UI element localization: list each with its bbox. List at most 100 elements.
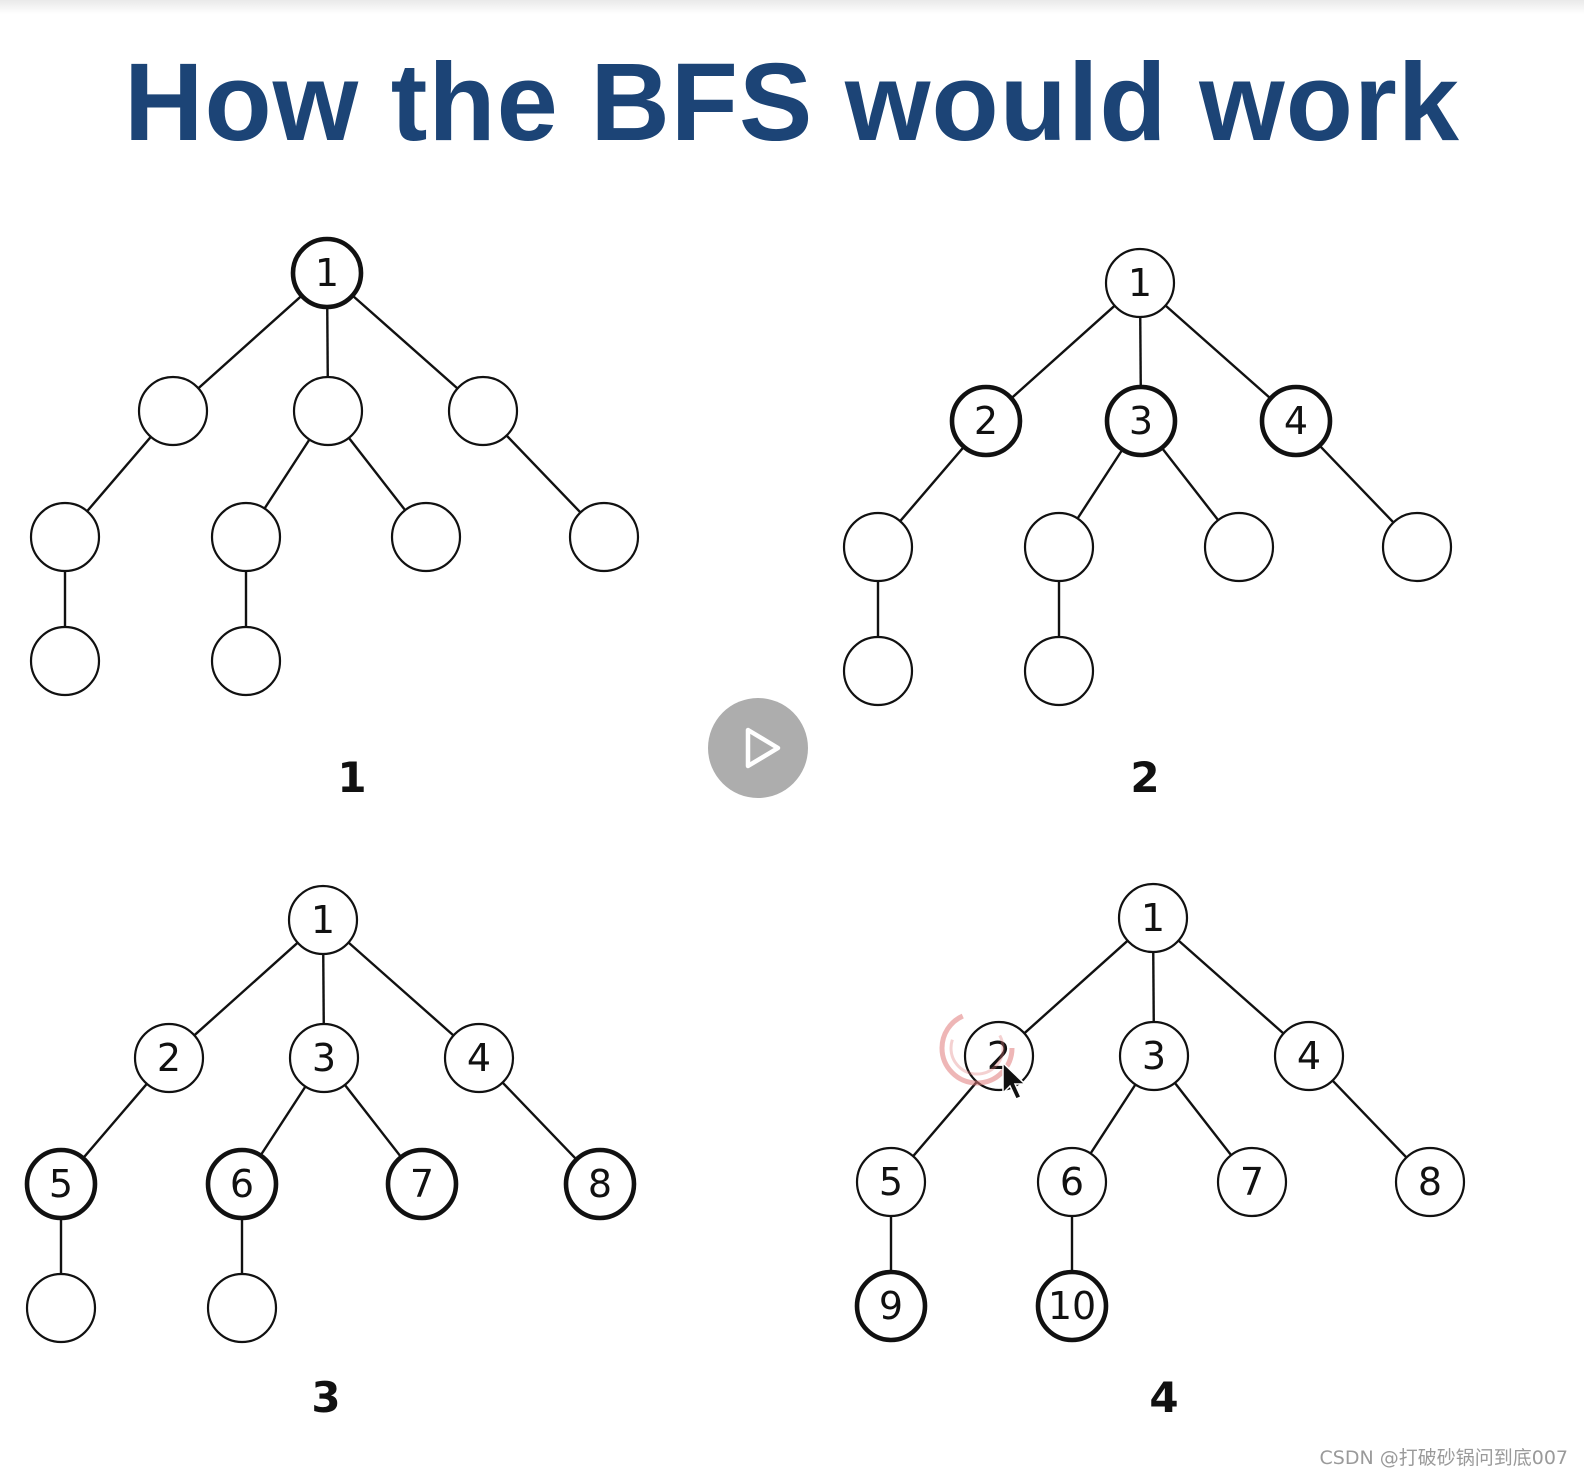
tree-node — [1394, 1146, 1466, 1218]
tree-edge — [912, 1081, 978, 1157]
tree-edge — [86, 436, 152, 512]
tree-node-label: 2 — [974, 399, 998, 443]
tree-node — [1216, 1146, 1288, 1218]
top-strip — [0, 0, 1584, 14]
tree-node-frontier — [385, 1147, 459, 1221]
tree-edge — [1160, 447, 1220, 521]
panel-label: 2 — [1130, 753, 1159, 802]
tree-edge — [1173, 1082, 1233, 1156]
tree-node-label: 3 — [312, 1036, 336, 1080]
tree-node-label: 4 — [1297, 1034, 1321, 1078]
tree-node-frontier — [1104, 384, 1178, 458]
watermark: CSDN @打破砂锅问到底007 — [1319, 1447, 1568, 1469]
tree-node — [390, 501, 462, 573]
tree-node — [29, 625, 101, 697]
tree-edge — [343, 1084, 403, 1158]
tree-node-label: 3 — [1142, 1034, 1166, 1078]
tree-edge — [1089, 1083, 1137, 1155]
play-icon — [745, 727, 781, 769]
tree-node — [1118, 1020, 1190, 1092]
tree-node — [1023, 511, 1095, 583]
tree-node-frontier — [24, 1147, 98, 1221]
tree-node-label: 4 — [1284, 399, 1308, 443]
tree-edge — [1318, 444, 1395, 524]
tree-node-label: 1 — [1128, 261, 1152, 305]
tree-node-label: 9 — [879, 1284, 903, 1328]
tree-node-label: 1 — [315, 251, 339, 295]
tree-node — [568, 501, 640, 573]
tree-node-label: 6 — [1060, 1160, 1084, 1204]
tree-node — [963, 1020, 1035, 1092]
panel-label: 4 — [1149, 1373, 1178, 1422]
tree-edge — [1331, 1079, 1408, 1159]
tree-panel-2: 1 2 3 4 2 — [842, 247, 1453, 802]
tree-edge — [193, 941, 299, 1037]
tree-edge — [1076, 448, 1124, 520]
tree-node-frontier — [1259, 384, 1333, 458]
tree-node-label: 7 — [1240, 1160, 1264, 1204]
tree-node — [1023, 635, 1095, 707]
panel-label: 1 — [337, 753, 366, 802]
tree-edge — [259, 1085, 307, 1157]
tree-node — [1117, 882, 1189, 954]
tree-edge — [505, 434, 582, 514]
cursor-highlight — [939, 1010, 1015, 1086]
mouse-cursor-icon — [1002, 1061, 1027, 1100]
tree-edge — [501, 1081, 578, 1161]
tree-edge — [1010, 304, 1116, 400]
tree-node — [1036, 1146, 1108, 1218]
tree-edge — [263, 438, 311, 510]
tree-node-frontier — [1035, 1269, 1109, 1343]
tree-panel-1: 11 — [29, 236, 640, 802]
tree-node-label: 5 — [49, 1162, 73, 1206]
tree-node — [443, 1022, 515, 1094]
tree-node — [210, 501, 282, 573]
tree-node-frontier — [290, 236, 364, 310]
tree-node — [1273, 1020, 1345, 1092]
tree-node-label: 5 — [879, 1160, 903, 1204]
tree-node-label: 2 — [157, 1036, 181, 1080]
tree-node-label: 7 — [410, 1162, 434, 1206]
tree-edge — [1164, 304, 1272, 400]
panel-label: 3 — [311, 1373, 340, 1422]
tree-node-frontier — [949, 384, 1023, 458]
tree-node — [842, 635, 914, 707]
tree-node — [137, 375, 209, 447]
tree-node-label: 3 — [1129, 399, 1153, 443]
tree-node-frontier — [205, 1147, 279, 1221]
tree-edge — [326, 306, 329, 378]
play-button[interactable] — [708, 698, 808, 798]
tree-node — [29, 501, 101, 573]
tree-edge — [82, 1083, 148, 1159]
tree-node-label: 10 — [1048, 1284, 1096, 1328]
tree-node — [287, 884, 359, 956]
tree-node — [842, 511, 914, 583]
tree-node-label: 6 — [230, 1162, 254, 1206]
tree-node — [1104, 247, 1176, 319]
slide-title: How the BFS would work — [124, 41, 1460, 164]
tree-edge — [1177, 939, 1285, 1035]
tree-node — [133, 1022, 205, 1094]
tree-edge — [322, 953, 325, 1025]
tree-edge — [347, 941, 455, 1037]
tree-node-label: 1 — [1141, 896, 1165, 940]
tree-node-label: 8 — [588, 1162, 612, 1206]
tree-node — [206, 1272, 278, 1344]
tree-node-frontier — [563, 1147, 637, 1221]
tree-node — [292, 375, 364, 447]
tree-edge — [1152, 951, 1155, 1023]
tree-node — [210, 625, 282, 697]
tree-node — [855, 1146, 927, 1218]
tree-node — [288, 1022, 360, 1094]
tree-edge — [351, 294, 459, 390]
tree-node — [447, 375, 519, 447]
tree-node — [1203, 511, 1275, 583]
tree-node-frontier — [854, 1269, 928, 1343]
tree-node-label: 4 — [467, 1036, 491, 1080]
tree-edge — [899, 446, 965, 522]
tree-edge — [347, 437, 407, 511]
tree-edge — [1139, 316, 1142, 388]
